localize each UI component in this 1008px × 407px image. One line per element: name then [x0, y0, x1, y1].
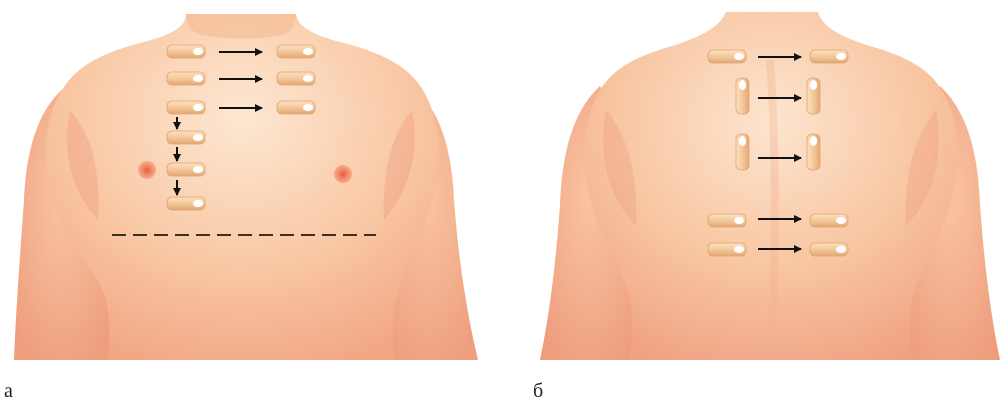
panel-label-b: б [533, 381, 543, 401]
finger-icon [277, 45, 315, 58]
finger-icon [810, 50, 848, 63]
finger-icon [708, 243, 746, 256]
finger-icon [167, 163, 205, 176]
right-nipple [334, 165, 352, 183]
panel-b-back-torso [540, 12, 1000, 360]
finger-icon [167, 101, 205, 114]
finger-icon [167, 45, 205, 58]
finger-icon [167, 197, 205, 210]
finger-icon [708, 50, 746, 63]
finger-icon [167, 72, 205, 85]
panel-a-front-torso [14, 14, 478, 360]
finger-vertical-icon [807, 78, 820, 114]
finger-icon [167, 131, 205, 144]
finger-vertical-icon [736, 78, 749, 114]
left-nipple [138, 161, 156, 179]
finger-vertical-icon [736, 134, 749, 170]
finger-icon [708, 214, 746, 227]
panel-label-a: а [4, 381, 13, 401]
finger-group-a-right [277, 45, 315, 114]
finger-icon [277, 101, 315, 114]
finger-icon [810, 243, 848, 256]
finger-icon [277, 72, 315, 85]
neck-shadow [186, 14, 296, 39]
finger-icon [810, 214, 848, 227]
finger-vertical-icon [807, 134, 820, 170]
